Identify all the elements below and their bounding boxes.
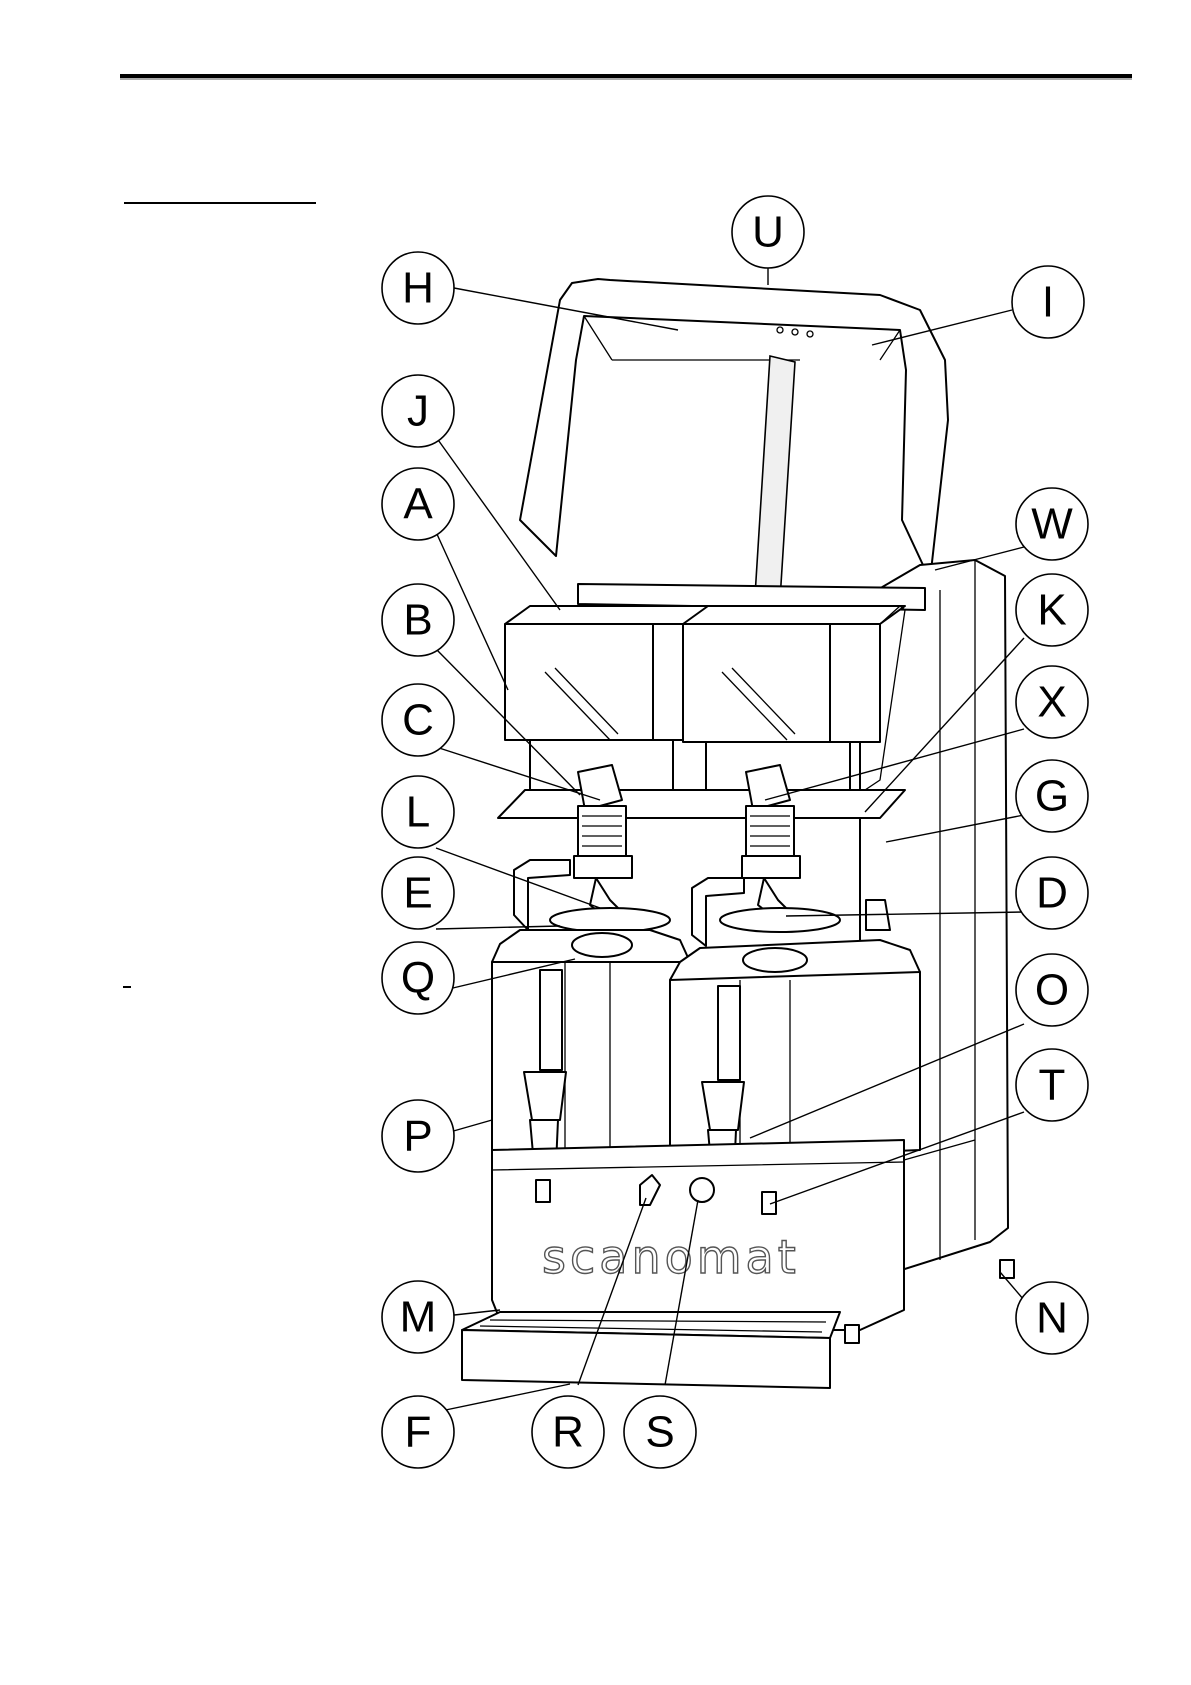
lid <box>520 279 948 580</box>
svg-text:F: F <box>405 1408 432 1457</box>
svg-text:T: T <box>1039 1061 1066 1110</box>
svg-text:B: B <box>403 596 432 645</box>
svg-text:U: U <box>752 208 784 257</box>
svg-text:E: E <box>403 869 432 918</box>
callout-E: E <box>382 857 454 929</box>
callout-D: D <box>1016 857 1088 929</box>
drip-tray <box>462 1312 840 1388</box>
callout-G: G <box>1016 760 1088 832</box>
svg-text:D: D <box>1036 869 1068 918</box>
svg-text:X: X <box>1037 678 1066 727</box>
outlet-s <box>690 1178 714 1202</box>
svg-text:I: I <box>1042 278 1054 327</box>
callout-X: X <box>1016 666 1088 738</box>
svg-text:R: R <box>552 1408 584 1457</box>
callout-K: K <box>1016 574 1088 646</box>
svg-text:L: L <box>406 788 430 837</box>
brand-label: scanomat <box>542 1230 800 1284</box>
shelf <box>498 790 905 818</box>
callout-R: R <box>532 1396 604 1468</box>
callout-U: U <box>732 196 804 268</box>
svg-text:H: H <box>402 264 434 313</box>
callout-F: F <box>382 1396 454 1468</box>
svg-text:C: C <box>402 696 434 745</box>
callout-C: C <box>382 684 454 756</box>
callout-B: B <box>382 584 454 656</box>
callout-W: W <box>1016 488 1088 560</box>
switch-left <box>536 1180 550 1202</box>
svg-text:G: G <box>1035 772 1069 821</box>
callout-T: T <box>1016 1049 1088 1121</box>
lid-hinge <box>755 356 795 600</box>
callout-N: N <box>1016 1282 1088 1354</box>
callout-P: P <box>382 1100 454 1172</box>
svg-text:K: K <box>1037 586 1066 635</box>
hopper-right <box>683 606 905 624</box>
svg-text:S: S <box>645 1408 674 1457</box>
callout-A: A <box>382 468 454 540</box>
svg-text:W: W <box>1031 500 1073 549</box>
svg-text:M: M <box>400 1293 437 1342</box>
callout-M: M <box>382 1281 454 1353</box>
svg-text:O: O <box>1035 966 1069 1015</box>
foot-front <box>845 1325 859 1343</box>
callout-S: S <box>624 1396 696 1468</box>
callout-H: H <box>382 252 454 324</box>
svg-text:P: P <box>403 1112 432 1161</box>
callout-O: O <box>1016 954 1088 1026</box>
callout-I: I <box>1012 266 1084 338</box>
callout-L: L <box>382 776 454 848</box>
callout-Q: Q <box>382 942 454 1014</box>
callout-J: J <box>382 375 454 447</box>
svg-text:J: J <box>407 387 429 436</box>
svg-text:Q: Q <box>401 954 435 1003</box>
svg-text:N: N <box>1036 1294 1068 1343</box>
svg-text:A: A <box>403 480 433 529</box>
